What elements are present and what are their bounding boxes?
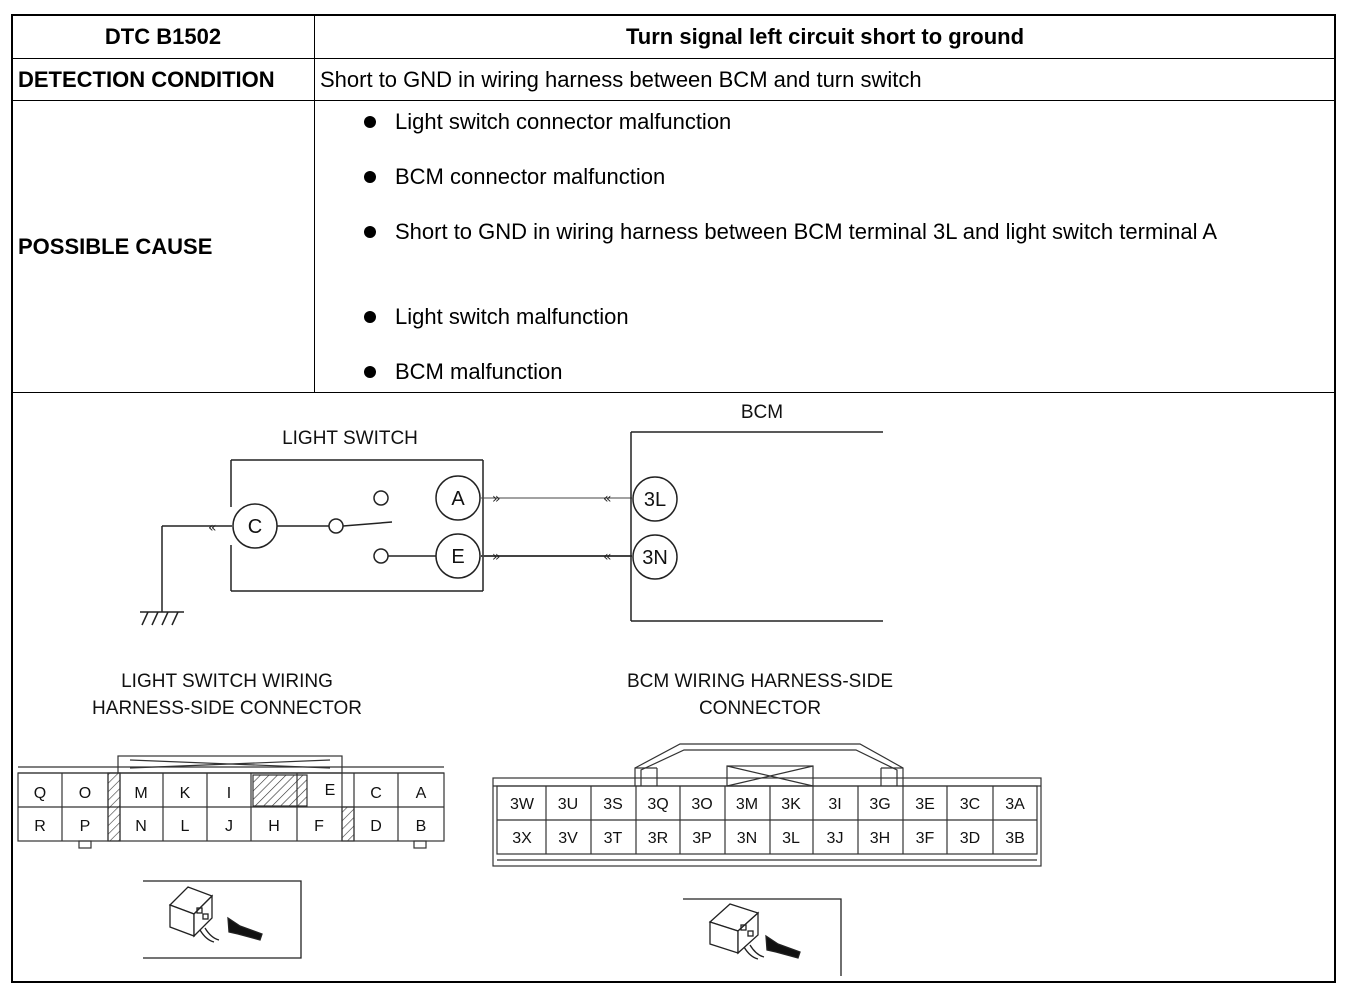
svg-text:3L: 3L xyxy=(782,830,800,847)
terminal-a: A xyxy=(435,475,481,521)
svg-text:3X: 3X xyxy=(512,830,532,847)
svg-text:3B: 3B xyxy=(1005,830,1025,847)
terminal-3n: 3N xyxy=(632,534,678,580)
row-divider-2 xyxy=(12,100,1335,101)
bcm-connector-title: BCM WIRING HARNESS-SIDE xyxy=(627,671,893,692)
svg-text:3V: 3V xyxy=(558,830,578,847)
svg-text:3I: 3I xyxy=(828,796,841,813)
svg-text:J: J xyxy=(225,818,233,835)
light-switch-pin-labels: Q O M K I E C A R P N L J H F D B xyxy=(34,782,427,835)
svg-text:D: D xyxy=(370,818,382,835)
svg-text:3G: 3G xyxy=(869,796,890,813)
row-divider-3 xyxy=(12,392,1335,393)
svg-text:E: E xyxy=(451,546,464,568)
cause-text: BCM connector malfunction xyxy=(395,164,666,189)
svg-text:M: M xyxy=(134,785,147,802)
svg-text:«: « xyxy=(603,491,612,507)
svg-text:3N: 3N xyxy=(737,830,757,847)
column-divider xyxy=(314,15,315,392)
bcm-pin-labels: 3W 3U 3S 3Q 3O 3M 3K 3I 3G 3E 3C 3A 3X 3… xyxy=(510,796,1025,847)
bullet-icon xyxy=(364,366,376,378)
svg-text:L: L xyxy=(181,818,190,835)
svg-text:3N: 3N xyxy=(642,547,668,569)
svg-text:3L: 3L xyxy=(644,489,666,511)
svg-text:«: « xyxy=(603,549,612,565)
svg-text:K: K xyxy=(180,785,191,802)
light-switch-connector-face xyxy=(17,755,445,849)
svg-text:3R: 3R xyxy=(648,830,668,847)
bcm-inspection-icon xyxy=(683,898,842,976)
bullet-icon xyxy=(364,171,376,183)
svg-text:3Q: 3Q xyxy=(647,796,668,813)
bullet-icon xyxy=(364,116,376,128)
svg-text:3J: 3J xyxy=(827,830,844,847)
svg-text:E: E xyxy=(325,782,336,799)
svg-text:R: R xyxy=(34,818,46,835)
dtc-code: DTC B1502 xyxy=(104,24,222,49)
harness-wires xyxy=(481,497,632,557)
dtc-sheet-frame xyxy=(11,14,1336,983)
cause-text: BCM malfunction xyxy=(395,359,563,384)
svg-text:3S: 3S xyxy=(603,796,623,813)
svg-text:3U: 3U xyxy=(558,796,578,813)
bcm-connector-subtitle: CONNECTOR xyxy=(699,698,821,719)
cause-text: Short to GND in wiring harness between B… xyxy=(395,219,1218,244)
connector-symbols: » » « « xyxy=(492,491,612,565)
svg-text:B: B xyxy=(416,818,427,835)
detection-condition-value: Short to GND in wiring harness between B… xyxy=(320,67,922,92)
svg-text:3P: 3P xyxy=(692,830,712,847)
svg-text:3H: 3H xyxy=(870,830,890,847)
svg-text:3E: 3E xyxy=(915,796,935,813)
svg-text:A: A xyxy=(451,488,465,510)
svg-text:Q: Q xyxy=(34,785,46,802)
svg-text:3A: 3A xyxy=(1005,796,1025,813)
dtc-description: Turn signal left circuit short to ground xyxy=(625,24,1025,49)
detection-condition-label: DETECTION CONDITION xyxy=(18,67,275,92)
svg-text:A: A xyxy=(416,785,427,802)
svg-text:«: « xyxy=(208,520,217,536)
svg-text:3T: 3T xyxy=(604,830,623,847)
svg-text:N: N xyxy=(135,818,147,835)
terminal-c: C xyxy=(232,503,278,549)
svg-text:F: F xyxy=(314,818,324,835)
terminal-3l: 3L xyxy=(632,476,678,522)
cause-text: Light switch connector malfunction xyxy=(395,109,732,134)
light-switch-connector-title: LIGHT SWITCH WIRING xyxy=(121,671,333,692)
bcm-symbol xyxy=(630,431,883,622)
svg-text:3C: 3C xyxy=(960,796,980,813)
row-divider-1 xyxy=(12,58,1335,59)
svg-text:3F: 3F xyxy=(916,830,935,847)
svg-text:P: P xyxy=(80,818,91,835)
svg-text:C: C xyxy=(248,516,262,538)
svg-text:3K: 3K xyxy=(781,796,801,813)
svg-text:»: » xyxy=(492,491,501,507)
svg-text:3O: 3O xyxy=(691,796,712,813)
bullet-icon xyxy=(364,311,376,323)
light-switch-title: LIGHT SWITCH xyxy=(282,428,418,449)
svg-text:3W: 3W xyxy=(510,796,535,813)
light-switch-connector-subtitle: HARNESS-SIDE CONNECTOR xyxy=(92,698,362,719)
svg-text:H: H xyxy=(268,818,280,835)
bcm-connector-face xyxy=(492,743,1042,867)
svg-text:3M: 3M xyxy=(736,796,758,813)
terminal-e: E xyxy=(435,533,481,579)
bcm-title: BCM xyxy=(741,402,783,423)
svg-text:C: C xyxy=(370,785,382,802)
light-switch-inspection-icon xyxy=(143,880,302,959)
cause-text: Light switch malfunction xyxy=(395,304,629,329)
svg-text:O: O xyxy=(79,785,91,802)
light-switch-symbol: « xyxy=(140,459,484,626)
bullet-icon xyxy=(364,226,376,238)
svg-text:3D: 3D xyxy=(960,830,980,847)
possible-cause-label: POSSIBLE CAUSE xyxy=(18,234,213,259)
svg-text:I: I xyxy=(227,785,231,802)
svg-text:»: » xyxy=(492,549,501,565)
